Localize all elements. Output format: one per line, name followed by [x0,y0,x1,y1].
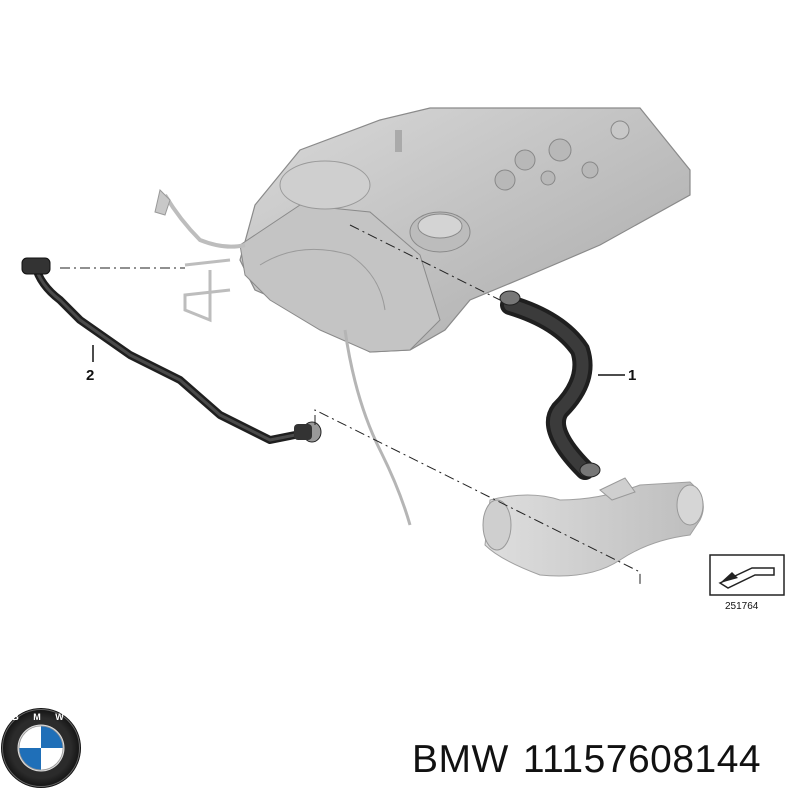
reference-box: 251764 [709,554,785,612]
callout-label-1: 1 [628,367,636,384]
hose-2 [21,257,322,444]
part-caption: BMW 11157608144 [412,738,775,782]
intake-duct [482,477,704,577]
callout-1: 1 [598,367,636,384]
logo-lettering: B M W [12,712,70,722]
reference-number: 251764 [725,601,759,612]
bmw-logo: B M W [1,708,81,788]
callout-2: 2 [86,345,94,384]
part-number: 11157608144 [522,738,762,781]
assembly-lines [60,224,641,585]
hose-1 [499,290,601,480]
brand-name: BMW [412,738,509,781]
valve-cover [154,107,691,526]
callout-label-2: 2 [86,367,94,384]
